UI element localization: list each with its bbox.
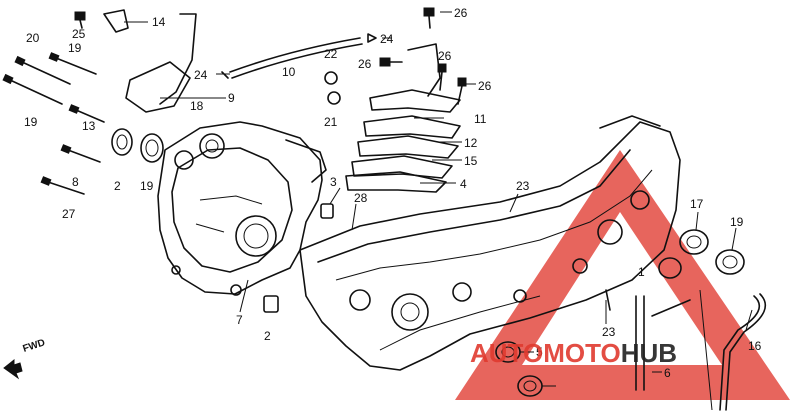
fwd-label: FWD [22,337,47,355]
watermark-wordmark: AUTOMOTOHUB [470,338,677,368]
watermark-moto: MOTO [543,338,621,368]
seals-and-bearings [111,128,745,397]
callout-1: 7 [236,313,243,327]
callout-24: 24 [194,68,208,82]
callout-leaders [124,11,753,387]
callout-26: 26 [478,79,492,93]
callout-6: 16 [748,339,762,353]
callout-26: 26 [438,49,452,63]
callout-15: 2 [114,179,121,193]
callout-17: 19 [730,215,744,229]
callout-9: 9 [228,91,235,105]
callout-10: 10 [282,65,296,79]
svg-text:AUTOMOTOHUB: AUTOMOTOHUB [470,338,677,368]
bolts [2,52,105,195]
callout-14: 14 [152,15,166,29]
callout-19: 8 [72,175,79,189]
callout-26: 26 [454,6,468,20]
callout-2: 5 [536,345,543,359]
watermark-auto: AUTO [470,338,543,368]
callout-numbers: 14 25 26 26 26 24 24 10 22 26 20 19 9 11… [24,6,762,380]
right-crankcase [299,115,681,371]
callout-11: 11 [474,112,487,126]
watermark-triangle [455,150,790,400]
reed-valve-assembly [125,13,461,193]
callout-7: 23 [602,325,616,339]
hose [229,37,363,79]
callout-23: 3 [330,175,337,189]
callout-19: 27 [62,207,76,221]
left-crankcase [157,121,327,296]
callout-13: 12 [464,136,478,150]
callout-20: 20 [26,31,40,45]
fwd-indicator: FWD [3,337,47,380]
callout-18: 18 [190,99,204,113]
callout-25: 25 [72,27,86,41]
watermark-logo [455,150,790,400]
callout-19: 13 [82,119,96,133]
watermark-hub: HUB [621,338,677,368]
callout-22: 22 [324,47,338,61]
callout-27: 1 [638,265,645,279]
callout-24: 24 [380,32,394,46]
callout-23: 2 [264,329,271,343]
callout-4: 23 [516,179,530,193]
callout-2: 19 [140,179,154,193]
callout-12: 15 [464,154,478,168]
callout-26: 26 [358,57,372,71]
tubes [605,289,767,411]
callout-8: 4 [460,177,467,191]
callout-28: 17 [690,197,704,211]
callout-21: 19 [24,115,38,129]
callout-22: 21 [324,115,338,129]
callout-5: 6 [664,366,671,380]
fwd-arrow-icon [3,358,23,380]
small-hardware [74,7,467,105]
callout-19: 19 [68,41,82,55]
callout-3: 28 [354,191,368,205]
